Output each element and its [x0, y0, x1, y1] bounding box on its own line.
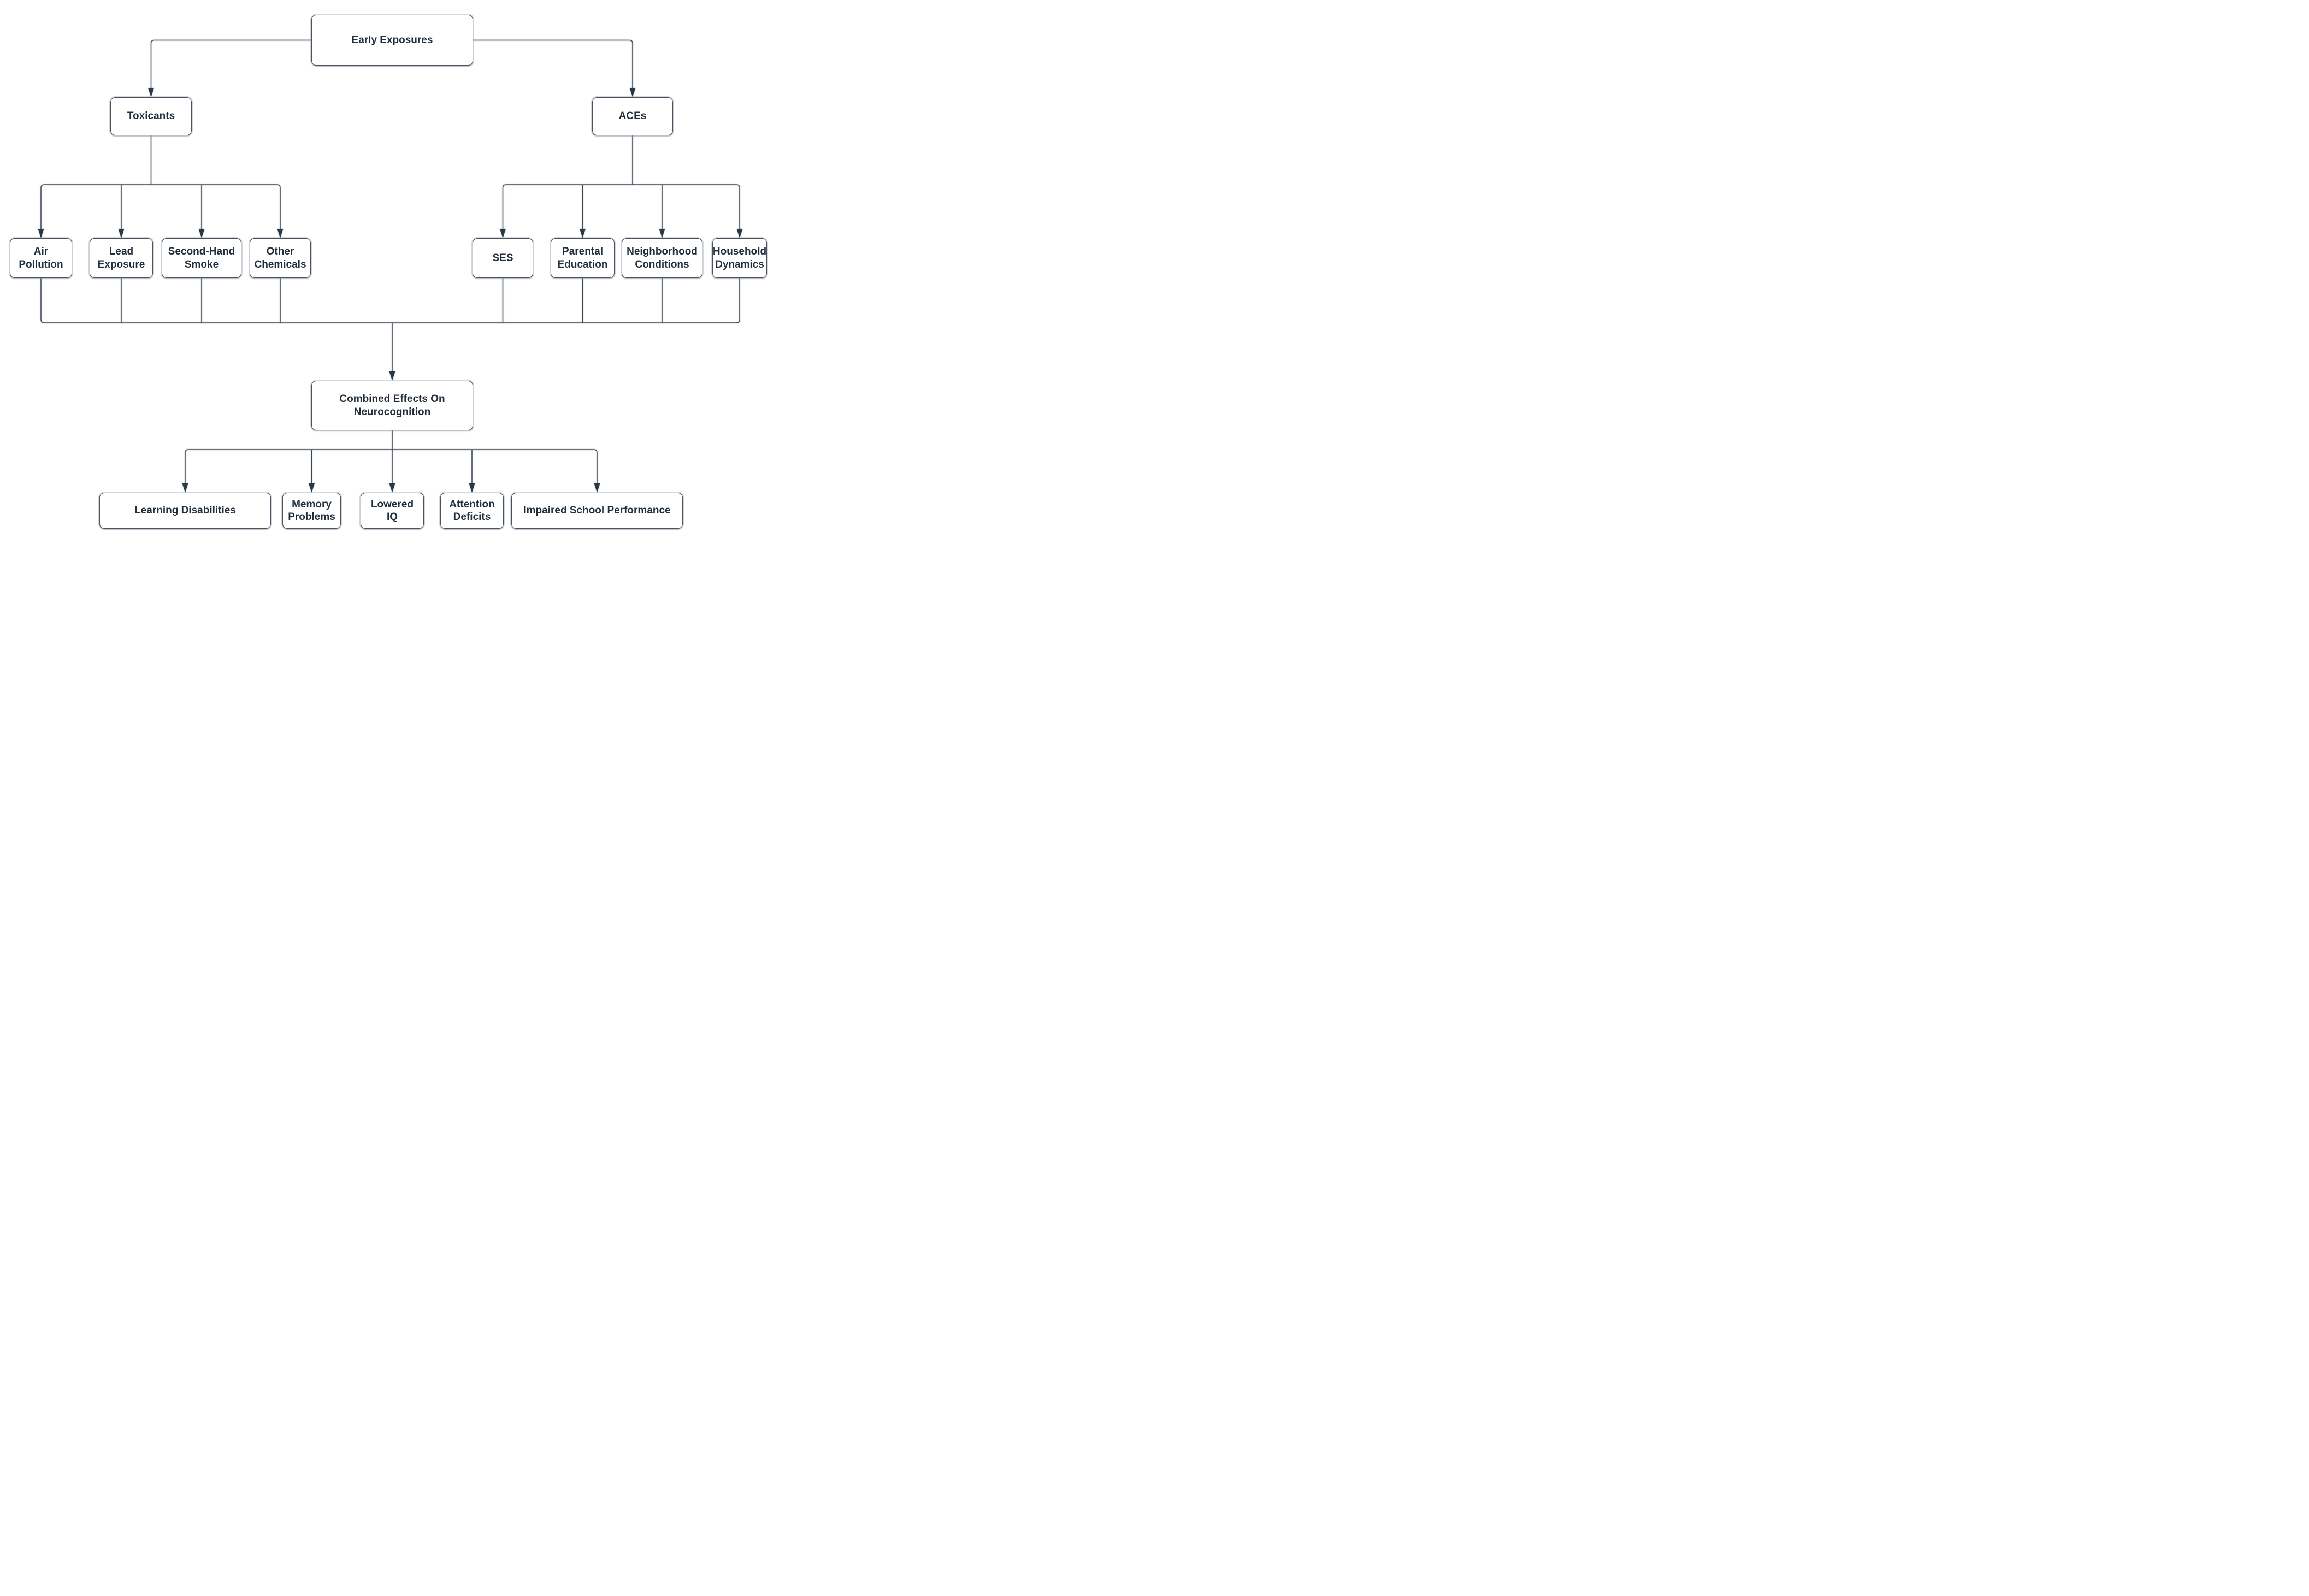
node-learning-disabilities: Learning Disabilities — [99, 493, 271, 529]
node-memory-problems: Memory Problems — [282, 493, 341, 529]
node-label: Attention Deficits — [449, 498, 495, 523]
node-second-hand-smoke: Second-Hand Smoke — [162, 238, 241, 278]
connector-aces-fanout — [500, 135, 743, 238]
node-label: Lead Exposure — [97, 246, 145, 270]
node-ses: SES — [473, 238, 533, 278]
arrowhead — [309, 483, 315, 493]
node-other-chemicals: Other Chemicals — [250, 238, 311, 278]
node-combined-effects: Combined Effects On Neurocognition — [311, 381, 473, 430]
node-label: Air Pollution — [19, 246, 63, 270]
connector-layer — [38, 39, 743, 493]
node-label: Impaired School Performance — [523, 505, 671, 517]
arrowhead — [277, 229, 284, 238]
connector-hub-fanout — [182, 430, 600, 493]
arrowhead — [469, 483, 475, 493]
node-label: Other Chemicals — [254, 246, 306, 270]
arrowhead — [736, 229, 743, 238]
node-label: Toxicants — [127, 110, 175, 122]
node-label: Second-Hand Smoke — [168, 246, 235, 270]
node-label: Combined Effects On Neurocognition — [339, 393, 445, 418]
node-parental-education: Parental Education — [551, 238, 615, 278]
node-attention-deficits: Attention Deficits — [440, 493, 504, 529]
connector-root-to-aces — [473, 39, 636, 97]
node-toxicants: Toxicants — [110, 97, 192, 135]
connector-toxicants-fanout — [38, 135, 284, 238]
arrowhead — [594, 483, 600, 493]
arrowhead — [580, 229, 586, 238]
node-label: SES — [492, 252, 513, 264]
arrowhead — [38, 229, 44, 238]
connector-root-to-toxicants — [148, 39, 311, 97]
node-aces: ACEs — [592, 97, 673, 135]
node-label: Memory Problems — [288, 498, 335, 523]
node-label: Parental Education — [557, 246, 608, 270]
arrowhead — [500, 229, 506, 238]
node-label: Household Dynamics — [712, 246, 767, 270]
arrowhead — [182, 483, 188, 493]
node-air-pollution: Air Pollution — [10, 238, 72, 278]
node-impaired-school-performance: Impaired School Performance — [511, 493, 683, 529]
arrowhead — [659, 229, 665, 238]
node-lead-exposure: Lead Exposure — [90, 238, 153, 278]
arrowhead — [148, 88, 154, 97]
node-household-dynamics: Household Dynamics — [712, 238, 767, 278]
flowchart-canvas: Early Exposures Toxicants ACEs Air Pollu… — [0, 0, 770, 532]
node-lowered-iq: Lowered IQ — [361, 493, 424, 529]
node-label: Neighborhood Conditions — [627, 246, 698, 270]
node-neighborhood-conditions: Neighborhood Conditions — [622, 238, 702, 278]
arrowhead — [118, 229, 125, 238]
node-label: Learning Disabilities — [134, 505, 236, 517]
arrowhead — [389, 371, 395, 381]
node-early-exposures: Early Exposures — [311, 15, 473, 66]
node-label: Lowered IQ — [370, 498, 414, 523]
arrowhead — [389, 483, 395, 493]
node-label: Early Exposures — [351, 34, 433, 46]
arrowhead — [629, 88, 636, 97]
node-label: ACEs — [618, 110, 647, 122]
connector-convergence-to-hub — [40, 278, 740, 381]
arrowhead — [198, 229, 205, 238]
